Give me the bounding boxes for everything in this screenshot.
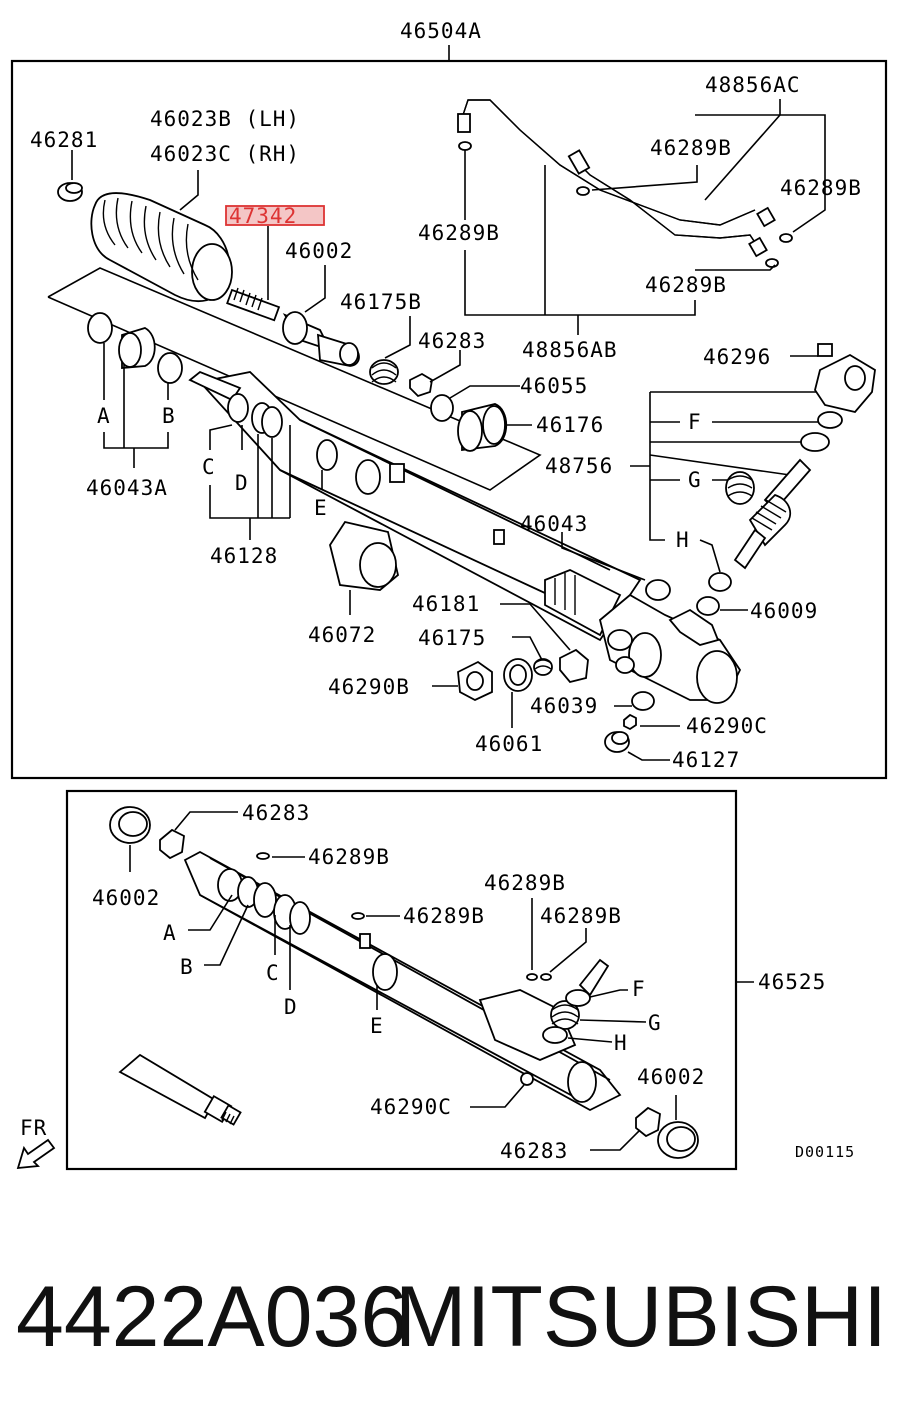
nut-46290C [623, 713, 637, 731]
yoke-46181 [559, 648, 589, 684]
rack-shaft [188, 370, 381, 495]
label-b-F: F [632, 977, 646, 1001]
footer: 4422A036 MITSUBISHI [0, 1262, 909, 1382]
label-b-B: B [180, 955, 194, 979]
cap-46127 [604, 731, 630, 753]
highlight-box-47342 [225, 205, 325, 226]
label-D: D [235, 471, 249, 495]
label-H: H [676, 528, 690, 552]
label-48756: 48756 [545, 454, 613, 478]
bush-46043 [645, 579, 671, 601]
label-48856AC: 48856AC [705, 73, 801, 97]
label-46023B: 46023B (LH) [150, 107, 300, 131]
clamp-46002-lower-b [657, 1121, 699, 1159]
label-46289B-b-a: 46289B [308, 845, 390, 869]
label-46283-b-a: 46283 [242, 801, 310, 825]
tie-rod-inner [282, 311, 360, 367]
spring-46175 [533, 658, 553, 676]
label-46043A: 46043A [86, 476, 168, 500]
label-b-A: A [163, 921, 177, 945]
label-A: A [97, 404, 111, 428]
label-46281: 46281 [30, 128, 98, 152]
bush-46072 [329, 520, 400, 591]
front-arrow-icon [16, 1138, 56, 1170]
label-46289B-c: 46289B [418, 221, 500, 245]
label-46181: 46181 [412, 592, 480, 616]
plug-46061 [503, 658, 533, 692]
label-46039: 46039 [530, 694, 598, 718]
lower-frame [65, 789, 738, 1171]
label-E: E [314, 496, 328, 520]
boot-part [90, 192, 233, 303]
label-46289B-b: 46289B [780, 176, 862, 200]
label-46289B-b-d: 46289B [540, 904, 622, 928]
label-48856AB: 48856AB [522, 338, 618, 362]
label-47342: 47342 [229, 204, 297, 228]
label-B: B [162, 404, 176, 428]
bush-46176 [457, 403, 508, 452]
rack-assembly-lower [183, 850, 622, 1112]
label-46289B-a: 46289B [650, 136, 732, 160]
label-46289B-b-b: 46289B [403, 904, 485, 928]
label-46043: 46043 [520, 512, 588, 536]
rack-housing [198, 371, 742, 704]
label-46290B: 46290B [328, 675, 410, 699]
label-b-E: E [370, 1014, 384, 1038]
bush-B [118, 327, 156, 369]
label-b-D: D [284, 995, 298, 1019]
part-number: 4422A036 [16, 1269, 409, 1365]
label-46290C-b: 46290C [370, 1095, 452, 1119]
label-FR: FR [20, 1116, 47, 1140]
label-46296: 46296 [703, 345, 771, 369]
label-46055: 46055 [520, 374, 588, 398]
label-C: C [202, 455, 216, 479]
tie-rod [226, 287, 281, 322]
label-46289B-d: 46289B [645, 273, 727, 297]
label-46283-a: 46283 [418, 329, 486, 353]
label-46176: 46176 [536, 413, 604, 437]
label-46009: 46009 [750, 599, 818, 623]
label-46283-b-b: 46283 [500, 1139, 568, 1163]
label-46002-b-b: 46002 [637, 1065, 705, 1089]
label-46175: 46175 [418, 626, 486, 650]
seal-46039 [631, 691, 655, 711]
label-b-G: G [648, 1011, 662, 1035]
washer-46283-b [635, 1106, 661, 1138]
upper-frame [10, 59, 888, 780]
label-46072: 46072 [308, 623, 376, 647]
spring-46175B [369, 359, 399, 385]
clamp-46002-lower-a [109, 806, 151, 844]
brand-name: MITSUBISHI [394, 1269, 887, 1365]
drawing-code: D00115 [795, 1143, 855, 1161]
label-b-C: C [266, 961, 280, 985]
label-46175B: 46175B [340, 290, 422, 314]
ring-B [157, 352, 183, 384]
label-46061: 46061 [475, 732, 543, 756]
pinion-valve [696, 458, 812, 616]
label-G: G [688, 468, 702, 492]
label-46525: 46525 [758, 970, 826, 994]
ring-46055 [430, 394, 454, 422]
guide-line [47, 267, 542, 491]
grease-tube [118, 1053, 242, 1126]
label-b-H: H [614, 1031, 628, 1055]
label-46023C: 46023C (RH) [150, 142, 300, 166]
label-46002-a: 46002 [285, 239, 353, 263]
nut-46283 [409, 372, 433, 398]
fluid-pipes [457, 99, 776, 258]
label-46290C-a: 46290C [686, 714, 768, 738]
clamp-46281 [57, 182, 83, 202]
washer-46283-a [159, 828, 185, 860]
label-46002-b-a: 46002 [92, 886, 160, 910]
label-46128: 46128 [210, 544, 278, 568]
seal-A [87, 312, 113, 344]
valve-cover [800, 343, 876, 452]
label-46289B-b-c: 46289B [484, 871, 566, 895]
label-46127: 46127 [672, 748, 740, 772]
label-46504A: 46504A [400, 19, 482, 43]
label-F: F [688, 410, 702, 434]
